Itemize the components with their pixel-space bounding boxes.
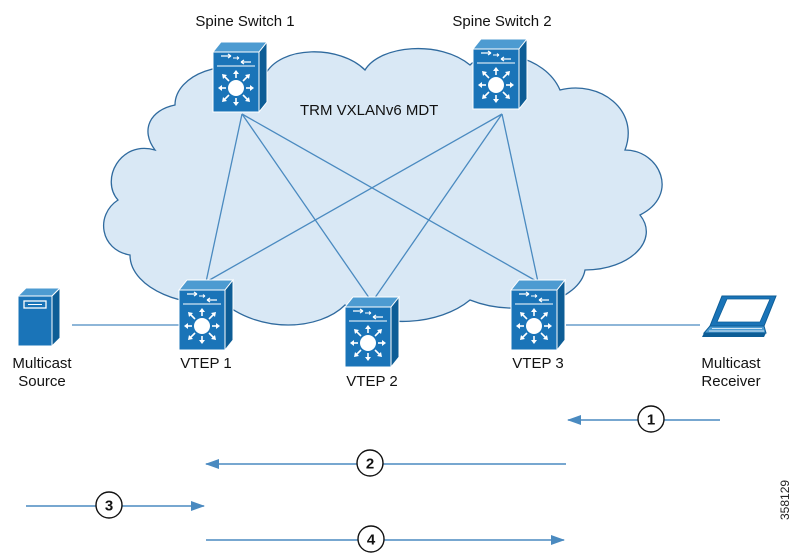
link-spine2-vtep2 xyxy=(371,113,503,303)
vtep-3-switch-icon xyxy=(510,279,566,351)
vtep-2-label: VTEP 2 xyxy=(346,373,398,390)
link-spine1-vtep2 xyxy=(241,113,373,303)
flow-arrows xyxy=(26,415,720,545)
fabric-links xyxy=(72,113,700,326)
laptop-icon xyxy=(702,295,777,337)
step-badge-2: 2 xyxy=(356,449,384,477)
step-1-number: 1 xyxy=(647,412,655,429)
multicast-receiver-label-line1: Multicast xyxy=(701,355,761,372)
cloud-shape xyxy=(102,48,663,326)
server-icon xyxy=(16,286,62,348)
spine-switch-1-label: Spine Switch 1 xyxy=(195,13,295,30)
vtep-1-label: VTEP 1 xyxy=(180,355,232,372)
step-badge-4: 4 xyxy=(357,525,385,553)
cloud-label: TRM VXLANv6 MDT xyxy=(300,102,439,119)
figure-id: 358129 xyxy=(778,479,792,520)
step-4-number: 4 xyxy=(367,532,376,549)
spine-switch-2-label: Spine Switch 2 xyxy=(452,13,552,30)
step-badge-3: 3 xyxy=(95,491,123,519)
spine-switch-2-icon xyxy=(472,38,528,110)
link-spine1-vtep1 xyxy=(205,113,243,283)
link-spine2-vtep3 xyxy=(501,113,539,283)
step-badge-1: 1 xyxy=(637,405,665,433)
link-spine2-vtep1 xyxy=(205,113,503,283)
multicast-source-label-line1: Multicast xyxy=(12,355,72,372)
multicast-receiver-label-line2: Receiver xyxy=(701,373,761,390)
spine-switch-1-icon xyxy=(212,41,268,113)
step-3-number: 3 xyxy=(105,498,113,515)
vtep-3-label: VTEP 3 xyxy=(512,355,564,372)
step-2-number: 2 xyxy=(366,456,374,473)
vtep-1-switch-icon xyxy=(178,279,234,351)
vtep-2-switch-icon xyxy=(344,296,400,368)
link-spine1-vtep3 xyxy=(241,113,539,283)
multicast-source-label-line2: Source xyxy=(18,373,66,390)
